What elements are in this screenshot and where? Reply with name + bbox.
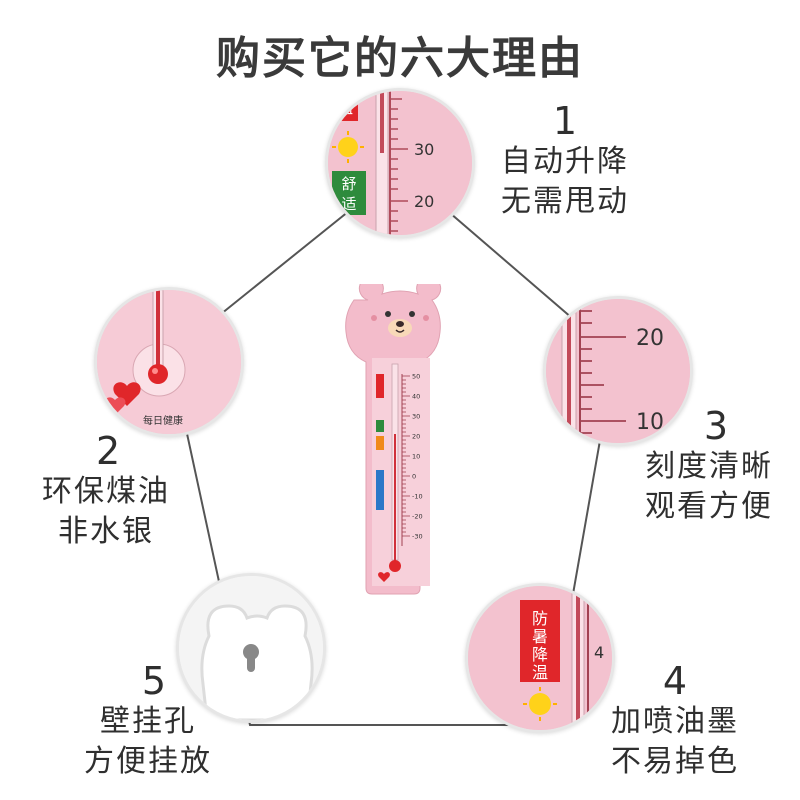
reason-number: 1	[552, 99, 578, 143]
tick-30: 30	[414, 140, 434, 159]
reason-line: 刻度清晰	[645, 449, 773, 484]
detail-circle-hang-hole	[176, 573, 326, 723]
tick-20: 20	[636, 326, 664, 351]
scale-label: -30	[412, 533, 423, 541]
reason-line: 无需甩动	[501, 184, 629, 219]
scale-label: -10	[412, 493, 423, 501]
detail-circle-auto-rise: 温 舒 适 30 20	[325, 88, 475, 238]
reason-number: 2	[96, 429, 121, 473]
scale-label: 30	[412, 413, 420, 421]
scale-label: 20	[412, 433, 420, 441]
reason-line: 观看方便	[645, 489, 773, 524]
detail-circle-kerosene: 每日健康	[94, 287, 244, 437]
thermometer-bulb-closeup: 每日健康	[97, 290, 241, 434]
thermometer-closeup-1: 温 舒 适 30 20	[328, 91, 472, 235]
reason-line: 自动升降	[501, 144, 629, 179]
scale-label: -20	[412, 513, 423, 521]
reason-number: 4	[662, 659, 688, 703]
svg-text:适: 适	[341, 195, 356, 213]
scale-label: 10	[412, 453, 420, 461]
reason-line: 方便挂放	[84, 744, 212, 779]
svg-text:降: 降	[532, 645, 548, 664]
reason-4: 4 加喷油墨 不易掉色	[590, 660, 760, 782]
reason-line: 非水银	[58, 514, 154, 549]
back-closeup	[179, 576, 323, 720]
scale-label: 50	[412, 373, 420, 381]
tick-4: 4	[594, 643, 604, 662]
svg-text:暑: 暑	[532, 627, 548, 646]
label-closeup: 防 暑 降 温 4	[468, 586, 612, 730]
svg-text:温: 温	[532, 663, 548, 682]
detail-circle-ink: 防 暑 降 温 4	[465, 583, 615, 733]
tick-20: 20	[414, 192, 434, 211]
reason-2: 2 环保煤油 非水银	[26, 430, 186, 552]
reason-5: 5 壁挂孔 方便挂放	[68, 660, 228, 782]
page-title: 购买它的六大理由	[216, 33, 584, 84]
svg-text:防: 防	[532, 609, 548, 628]
thermometer-product: 50 40 30 20 10 0 -10 -20 -30	[345, 284, 442, 595]
reason-number: 5	[141, 659, 166, 703]
detail-circle-scale: 20 10	[543, 296, 693, 446]
scale-label: 40	[412, 393, 420, 401]
scale-closeup: 20 10	[546, 299, 690, 443]
footer-text: 每日健康	[143, 414, 183, 427]
reason-line: 加喷油墨	[611, 704, 739, 739]
reason-line: 不易掉色	[611, 744, 739, 779]
reason-number: 3	[703, 404, 728, 448]
reason-line: 壁挂孔	[100, 704, 196, 739]
reason-3: 3 刻度清晰 观看方便	[624, 405, 794, 527]
reason-line: 环保煤油	[42, 474, 170, 509]
svg-text:舒: 舒	[341, 175, 356, 193]
reason-1: 1 自动升降 无需甩动	[485, 100, 645, 222]
scale-label: 0	[412, 473, 416, 481]
